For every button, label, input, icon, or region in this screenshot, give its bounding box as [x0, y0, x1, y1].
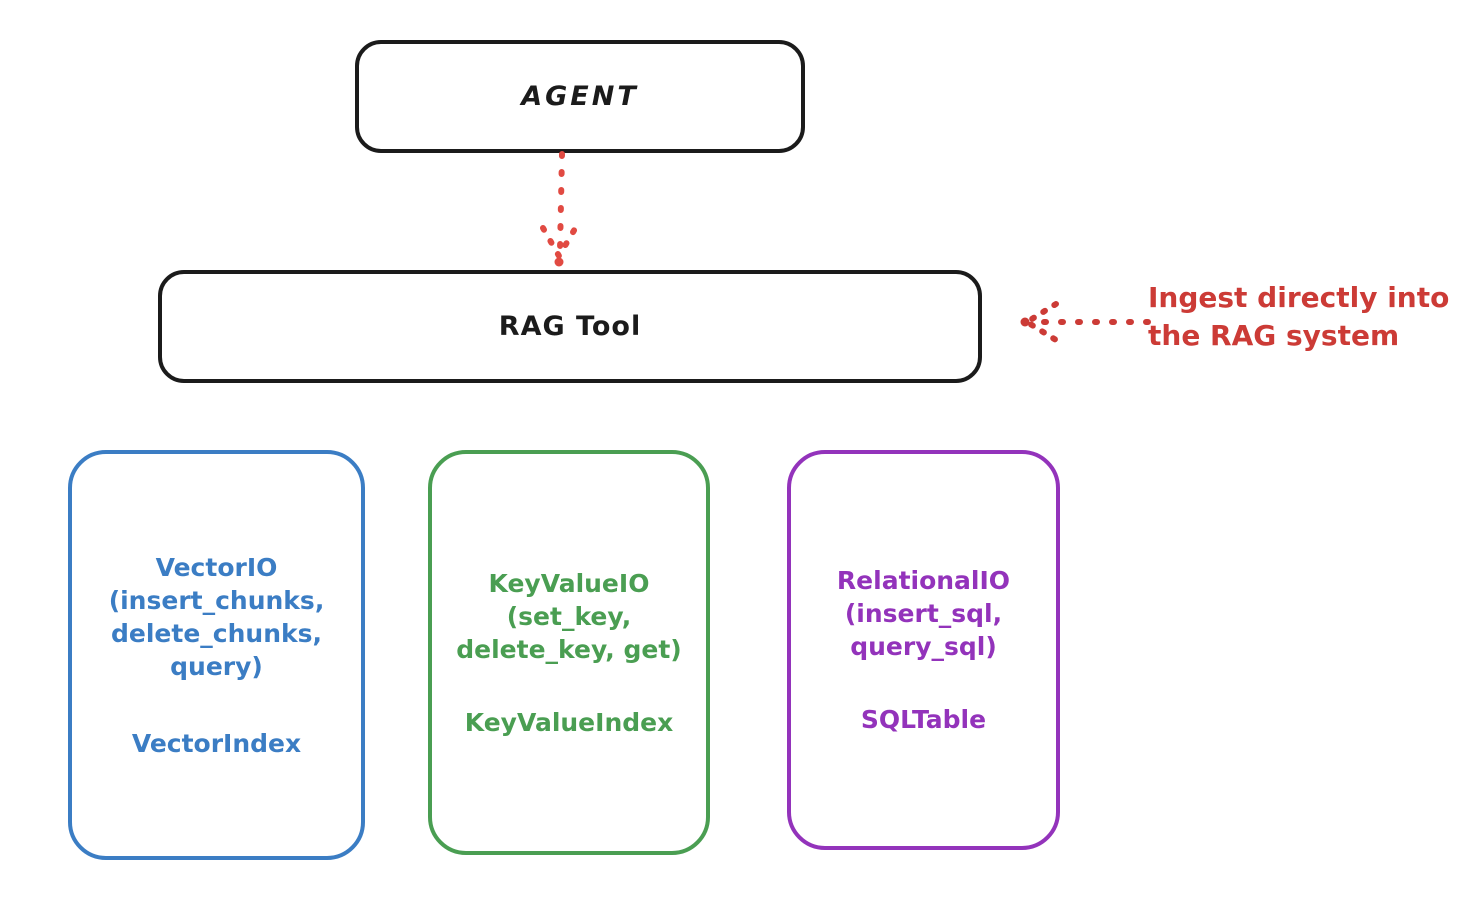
key-value-io-api-label: KeyValueIO (set_key, delete_key, get) — [456, 568, 682, 664]
vector-io-index-label: VectorIndex — [131, 728, 302, 758]
vector-io-api-label: VectorIO (insert_chunks, delete_chunks, … — [108, 552, 325, 681]
ingest-arrow-icon — [1020, 301, 1151, 343]
agent-to-rag-tool-connector — [540, 151, 579, 267]
agent-node[interactable]: AGENT — [355, 40, 805, 153]
agent-node-label: AGENT — [521, 81, 639, 112]
key-value-io-card[interactable]: KeyValueIO (set_key, delete_key, get) Ke… — [428, 450, 710, 855]
relational-io-api-label: RelationalIO (insert_sql, query_sql) — [836, 566, 1011, 661]
relational-io-index-label: SQLTable — [860, 705, 987, 734]
rag-tool-node-label: RAG Tool — [498, 311, 642, 342]
ingest-annotation-text: Ingest directly into the RAG system — [1148, 281, 1450, 352]
key-value-io-index-label: KeyValueIndex — [464, 707, 674, 737]
vector-io-card[interactable]: VectorIO (insert_chunks, delete_chunks, … — [68, 450, 365, 860]
rag-tool-node[interactable]: RAG Tool — [158, 270, 982, 383]
relational-io-card[interactable]: RelationalIO (insert_sql, query_sql) SQL… — [787, 450, 1060, 850]
